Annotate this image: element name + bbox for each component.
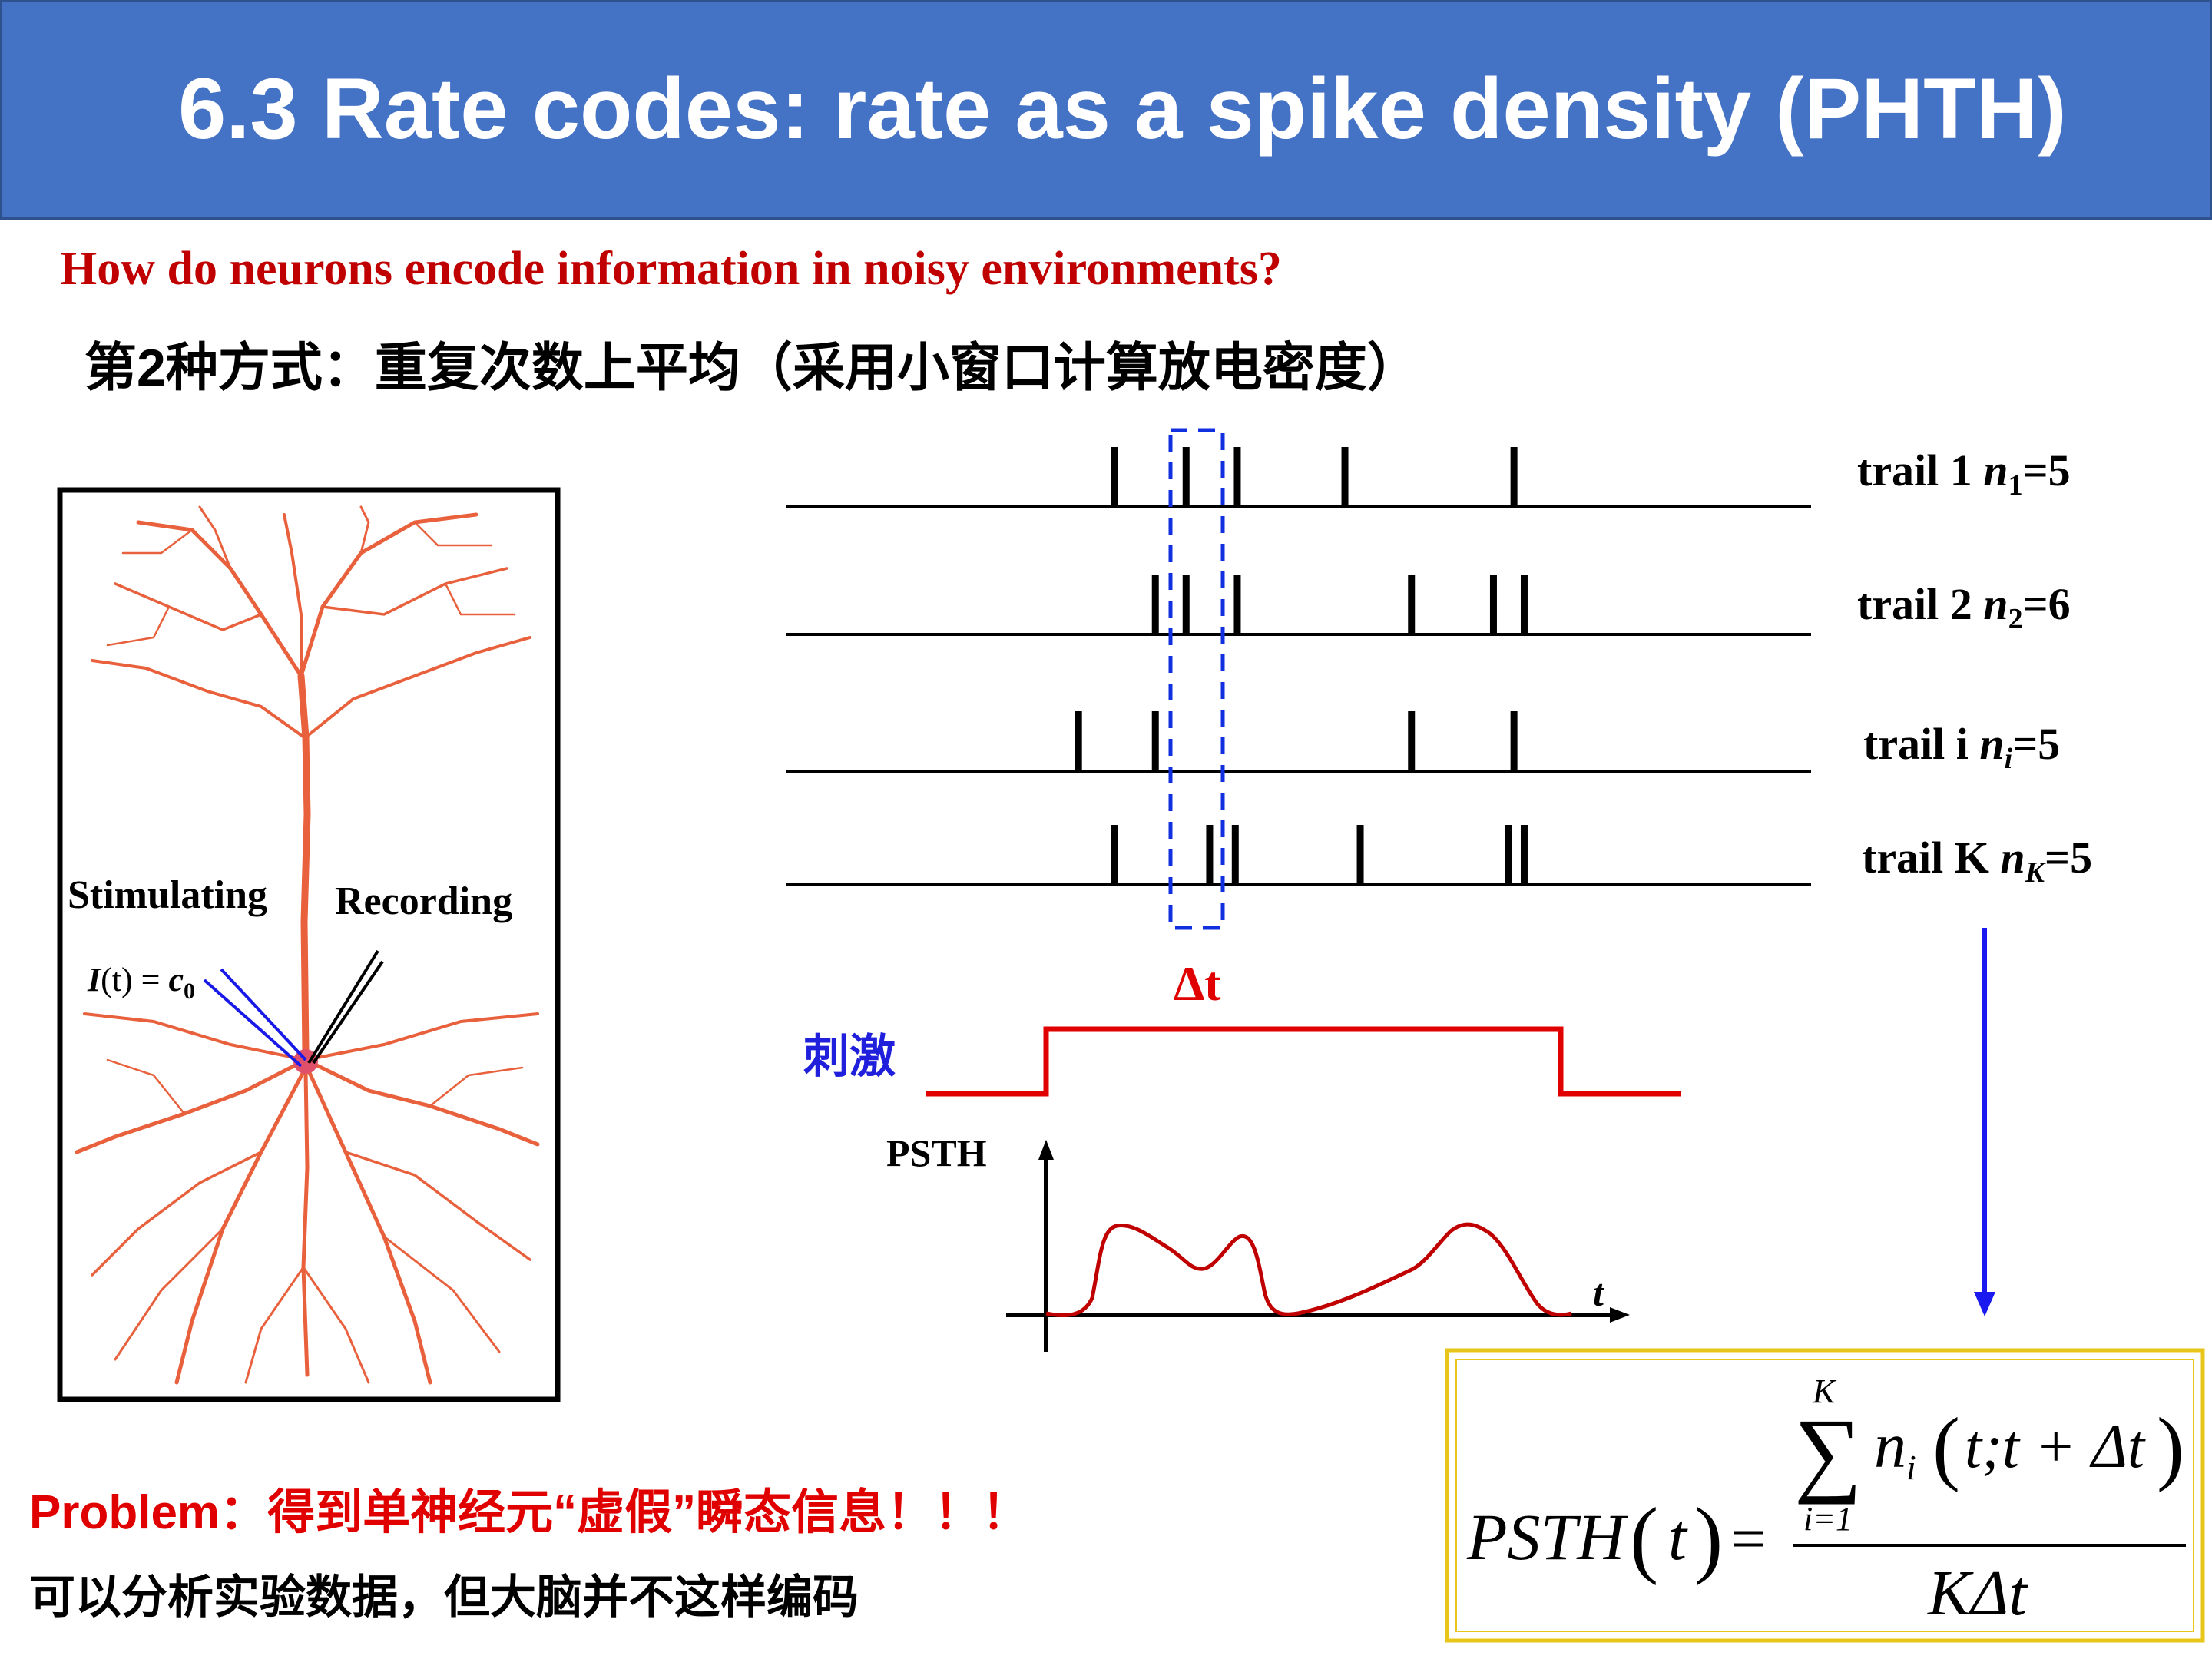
formula-lhs: PSTH xyxy=(1466,1500,1628,1574)
neuron-panel: Stimulating Recording I(t) = c0 xyxy=(57,487,561,1402)
formula-paren-open: ( xyxy=(1630,1491,1658,1586)
title-bar: 6.3 Rate codes: rate as a spike density … xyxy=(0,0,2212,220)
note-statement: 可以分析实验数据，但大脑并不这样编码 xyxy=(29,1571,859,1623)
trial-label: trail K nK=5 xyxy=(1862,833,2092,889)
formula-lhs-arg: t xyxy=(1668,1500,1688,1574)
psth-plot: PSTH t xyxy=(886,1131,1630,1352)
x-axis-arrowhead xyxy=(1610,1307,1630,1323)
current-label: I(t) = c0 xyxy=(87,961,195,1004)
y-axis-arrowhead xyxy=(1038,1140,1054,1160)
time-window-box xyxy=(1168,428,1225,930)
stimulus-trace xyxy=(926,1026,1681,1097)
recording-electrode-line xyxy=(312,960,384,1065)
trial-rows xyxy=(786,447,1811,886)
down-arrow xyxy=(1974,928,1995,1316)
stimulus-label: 刺激 xyxy=(803,1031,896,1082)
formula-equals: = xyxy=(1731,1505,1766,1573)
time-window-label: Δt xyxy=(1174,956,1221,1011)
stimulating-electrode-line xyxy=(220,968,307,1061)
numerator-paren-open: ( xyxy=(1932,1402,1960,1493)
time-axis-label: t xyxy=(1593,1271,1605,1314)
recording-electrode-line xyxy=(307,949,379,1065)
formula-denominator: KΔt xyxy=(1927,1558,2028,1629)
numerator-paren-close: ) xyxy=(2157,1402,2184,1493)
neuron-illustration xyxy=(75,505,540,1385)
formula-numerator: ni xyxy=(1874,1410,1916,1487)
psth-axis-label: PSTH xyxy=(886,1131,987,1174)
psth-formula: PSTH ( t ) = K ∑ i=1 ni ( t;t + Δt ) KΔt xyxy=(1445,1348,2205,1643)
sum-upper-limit: K xyxy=(1812,1373,1837,1410)
recording-label: Recording xyxy=(335,879,512,923)
trial-label: trail 1 n1=5 xyxy=(1857,445,2071,502)
method-text: 第2种方式：重复次数上平均（采用小窗口计算放电密度） xyxy=(84,339,1419,397)
question-text: How do neurons encode information in noi… xyxy=(60,243,1282,295)
slide-title: 6.3 Rate codes: rate as a spike density … xyxy=(178,61,2067,157)
spike-raster: Δt xyxy=(786,428,1811,1011)
psth-curve xyxy=(1045,1222,1572,1317)
trial-label: trail i ni=5 xyxy=(1863,719,2060,775)
problem-statement: Problem：得到单神经元“虚假”瞬态信息！！！ xyxy=(29,1486,1029,1539)
formula-paren-close: ) xyxy=(1694,1491,1723,1586)
stimulating-label: Stimulating xyxy=(68,873,267,917)
sum-lower-limit: i=1 xyxy=(1803,1500,1853,1538)
trial-label: trail 2 n2=6 xyxy=(1857,579,2071,635)
stimulating-electrode-line xyxy=(203,979,303,1068)
sum-symbol: ∑ xyxy=(1794,1399,1862,1505)
formula-numerator-arg: t;t + Δt xyxy=(1965,1413,2146,1481)
